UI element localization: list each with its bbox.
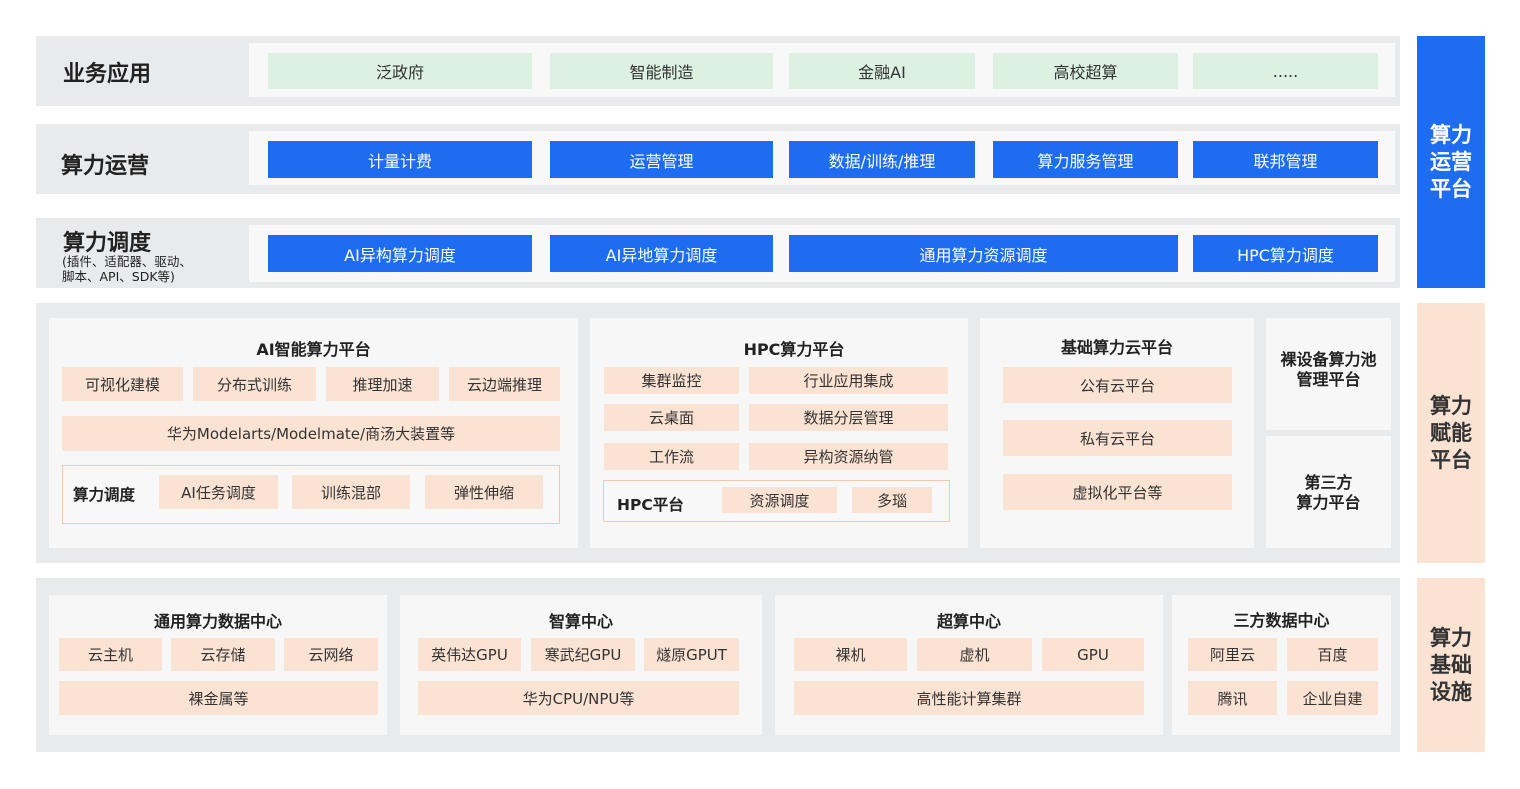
ai-platform-title: AI智能算力平台 [256,340,371,359]
hpc-chip[interactable]: 云桌面 [604,404,739,431]
ops-chip[interactable]: 联邦管理 [1193,141,1378,178]
super-center-chip[interactable]: 裸机 [794,638,907,671]
ai-scheduling-label: 算力调度 [73,486,136,504]
ai-feature-chip[interactable]: 云边端推理 [449,367,560,401]
third-dc-chip[interactable]: 阿里云 [1188,638,1277,671]
general-dc-chip[interactable]: 云主机 [59,638,162,671]
sched-chip[interactable]: AI异构算力调度 [268,235,532,272]
third-party-line2: 算力平台 [1296,493,1361,512]
smart-center-chip[interactable]: 燧原GPUT [644,638,739,671]
ai-sched-chip[interactable]: 训练混部 [292,475,410,509]
smart-center-title: 智算中心 [548,612,613,631]
sched-chip[interactable]: AI异地算力调度 [550,235,773,272]
hpc-chip[interactable]: 集群监控 [604,367,739,394]
third-party-panel [1266,436,1391,548]
super-center-chip[interactable]: 虚机 [917,638,1032,671]
app-chip[interactable]: 高校超算 [993,53,1178,89]
cloud-chip[interactable]: 公有云平台 [1003,367,1232,403]
bare-metal-panel [1266,318,1391,430]
app-chip[interactable]: ..... [1193,53,1378,89]
side-enable-line2: 赋能 [1430,420,1472,445]
third-party-title: 第三方 算力平台 [1266,473,1391,513]
side-label-enable-platform: 算力 赋能 平台 [1417,303,1485,563]
side-ops-line3: 平台 [1430,176,1472,201]
third-dc-chip[interactable]: 腾讯 [1188,681,1277,715]
third-party-line1: 第三方 [1304,473,1353,492]
ai-wide-chip[interactable]: 华为Modelarts/Modelmate/商汤大装置等 [62,416,560,451]
cloud-platform-title: 基础算力云平台 [1060,338,1173,357]
side-ops-line2: 运营 [1430,149,1472,174]
hpc-inner-chip[interactable]: 多瑙 [852,487,932,513]
general-dc-chip[interactable]: 云网络 [284,638,378,671]
row-sublabel-line2: 脚本、API、SDK等) [62,269,175,284]
side-enable-line1: 算力 [1430,393,1472,418]
third-dc-title: 三方数据中心 [1233,611,1330,630]
side-ops-line1: 算力 [1430,122,1472,147]
app-chip[interactable]: 泛政府 [268,53,532,89]
ai-feature-chip[interactable]: 分布式训练 [193,367,316,401]
ops-chip[interactable]: 计量计费 [268,141,532,178]
side-label-ops-platform: 算力 运营 平台 [1417,36,1485,288]
bare-metal-title: 裸设备算力池 管理平台 [1266,350,1391,390]
smart-center-chip[interactable]: 英伟达GPU [418,638,521,671]
super-center-wide[interactable]: 高性能计算集群 [794,681,1144,715]
smart-center-wide[interactable]: 华为CPU/NPU等 [418,681,739,715]
ops-chip[interactable]: 运营管理 [550,141,773,178]
cloud-chip[interactable]: 虚拟化平台等 [1003,474,1232,510]
bare-metal-line1: 裸设备算力池 [1280,350,1377,369]
general-dc-chip[interactable]: 云存储 [171,638,275,671]
side-enable-line3: 平台 [1430,447,1472,472]
ai-sched-chip[interactable]: AI任务调度 [159,475,278,509]
ops-chip[interactable]: 算力服务管理 [993,141,1178,178]
third-dc-chip[interactable]: 百度 [1287,638,1378,671]
side-label-infrastructure: 算力 基础 设施 [1417,578,1485,752]
ai-feature-chip[interactable]: 可视化建模 [62,367,183,401]
ai-feature-chip[interactable]: 推理加速 [326,367,439,401]
smart-center-chip[interactable]: 寒武纪GPU [531,638,635,671]
ai-sched-chip[interactable]: 弹性伸缩 [425,475,543,509]
hpc-platform-title: HPC算力平台 [743,340,845,359]
row-label-business-apps: 业务应用 [63,62,152,87]
cloud-chip[interactable]: 私有云平台 [1003,420,1232,456]
bare-metal-line2: 管理平台 [1296,370,1361,389]
general-dc-title: 通用算力数据中心 [153,612,282,631]
row-sublabel-line1: (插件、适配器、驱动、 [62,254,192,269]
hpc-chip[interactable]: 数据分层管理 [749,404,948,431]
row-label-compute-scheduling: 算力调度 [63,231,152,256]
side-infra-line3: 设施 [1430,679,1472,704]
super-center-title: 超算中心 [936,612,1001,631]
sched-chip[interactable]: HPC算力调度 [1193,235,1378,272]
hpc-inner-label: HPC平台 [617,496,684,514]
third-dc-chip[interactable]: 企业自建 [1287,681,1378,715]
hpc-chip[interactable]: 异构资源纳管 [749,443,948,470]
general-dc-wide[interactable]: 裸金属等 [59,681,378,715]
app-chip[interactable]: 金融AI [789,53,975,89]
hpc-chip[interactable]: 行业应用集成 [749,367,948,394]
side-infra-line1: 算力 [1430,625,1472,650]
row-label-compute-ops: 算力运营 [61,154,150,179]
app-chip[interactable]: 智能制造 [550,53,773,89]
ops-chip[interactable]: 数据/训练/推理 [789,141,975,178]
sched-chip[interactable]: 通用算力资源调度 [789,235,1178,272]
hpc-chip[interactable]: 工作流 [604,443,739,470]
hpc-inner-chip[interactable]: 资源调度 [722,487,837,513]
side-infra-line2: 基础 [1430,652,1472,677]
super-center-chip[interactable]: GPU [1042,638,1144,671]
